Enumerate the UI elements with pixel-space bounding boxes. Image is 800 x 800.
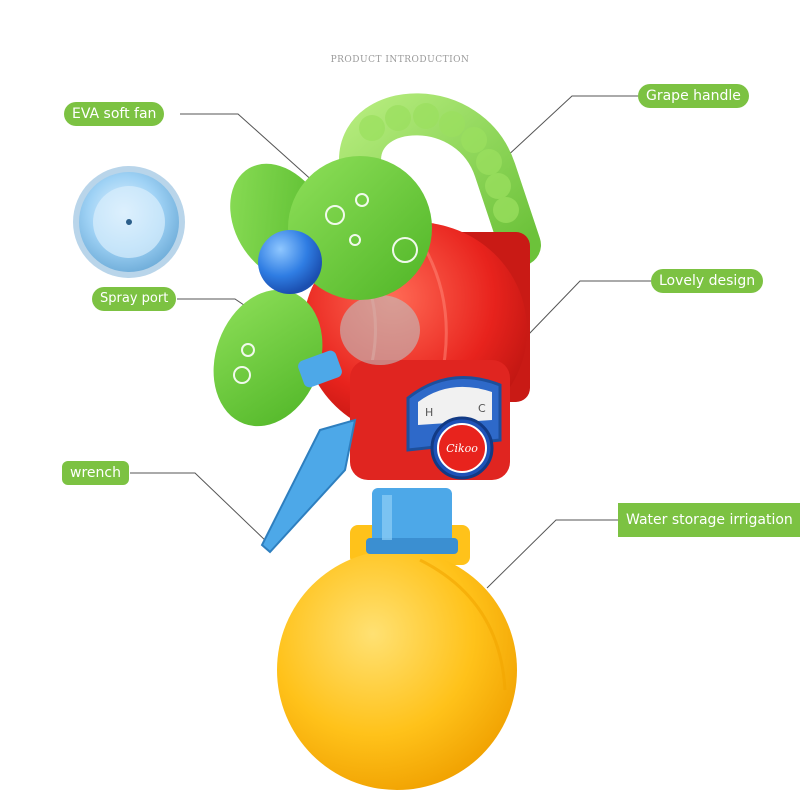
water-bottle	[277, 525, 517, 790]
label-water-storage-irrigation: Water storage irrigation	[618, 503, 800, 537]
wrench	[260, 418, 357, 554]
gauge-mark-right: C	[478, 402, 486, 415]
page-title: PRODUCT INTRODUCTION	[330, 55, 470, 65]
brand-badge-text: Cikoo	[446, 442, 478, 455]
spray-port-closeup	[73, 166, 185, 278]
leader-line-lovely	[527, 280, 651, 336]
label-wrench: wrench	[62, 461, 129, 485]
label-eva-soft-fan: EVA soft fan	[64, 102, 165, 126]
grape-handle	[339, 93, 541, 266]
brand-badge: Cikoo	[430, 416, 494, 480]
label-spray-port: Spray port	[92, 287, 177, 311]
bottle-neck	[366, 488, 458, 554]
leader-line-wrench	[130, 472, 269, 544]
label-lovely-design: Lovely design	[651, 269, 764, 293]
gauge-mark-left: H	[425, 406, 433, 419]
leader-line-eva	[180, 113, 326, 193]
leader-line-grape	[502, 95, 638, 161]
leader-line-water	[486, 519, 618, 589]
label-grape-handle: Grape handle	[638, 84, 749, 108]
eva-fan	[213, 156, 432, 427]
